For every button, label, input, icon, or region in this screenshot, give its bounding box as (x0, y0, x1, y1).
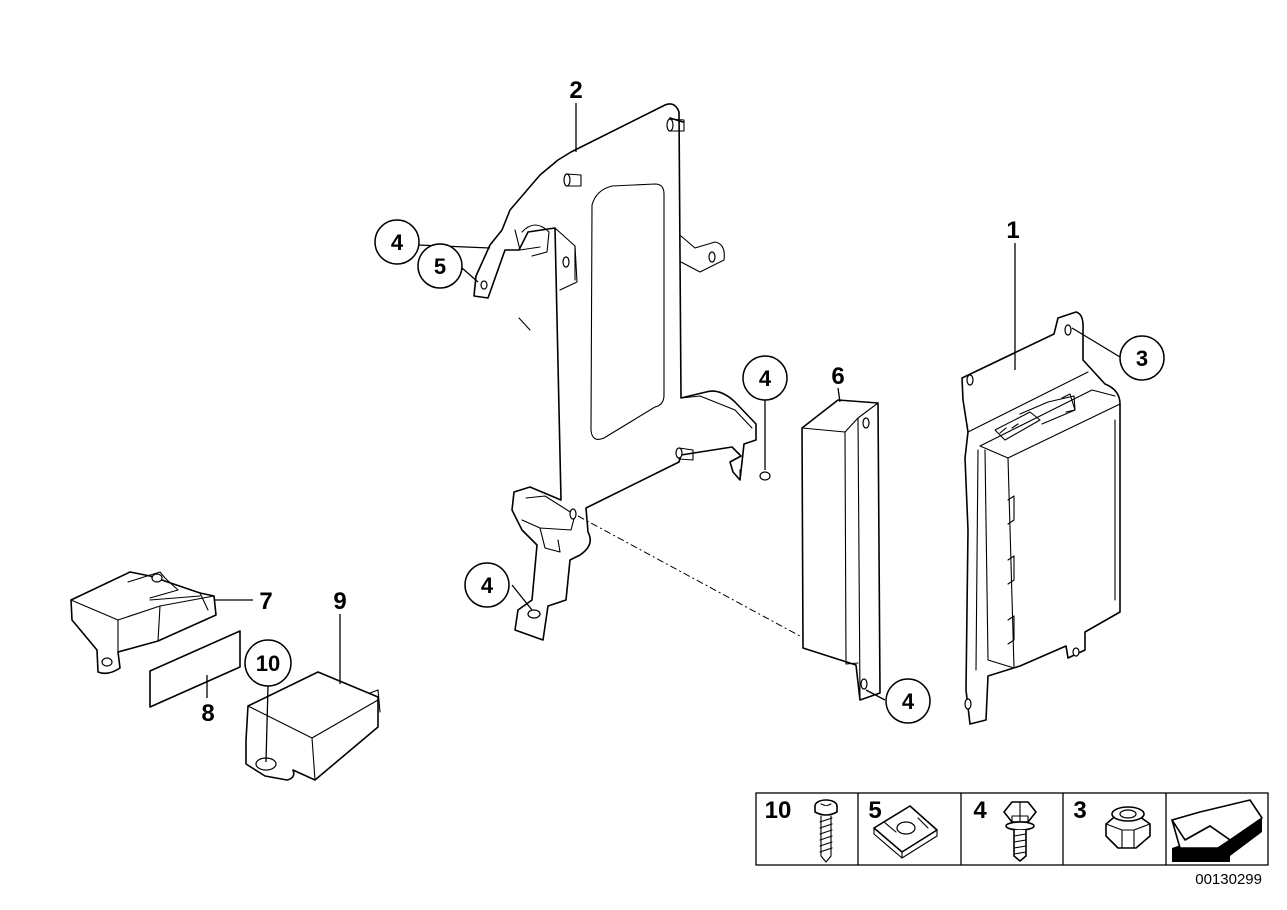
screw-icon (814, 799, 838, 863)
callout-7-label: 7 (259, 588, 272, 615)
callout-7: 7 (259, 588, 272, 615)
bolt-icon (1003, 801, 1037, 862)
callout-4c-label: 4 (481, 573, 494, 598)
legend-cell-4-number: 4 (973, 797, 987, 824)
callout-3-label: 3 (1136, 346, 1148, 371)
control-unit-part-1 (961, 311, 1121, 725)
callout-2-label: 2 (569, 77, 582, 104)
legend-cell-10: 10 (765, 797, 838, 863)
callout-9: 9 (333, 588, 346, 615)
fastener-legend: 10 5 4 (755, 792, 1269, 866)
callout-8-label: 8 (201, 700, 214, 727)
callout-5: 5 (417, 243, 463, 289)
hex-nut-icon (1105, 806, 1151, 849)
callout-4-lower-left: 4 (464, 562, 510, 608)
legend-cell-5-number: 5 (868, 797, 881, 824)
module-part-6 (801, 399, 881, 701)
callout-4d-label: 4 (902, 689, 915, 714)
leader-lines (206, 103, 1121, 763)
callout-4b-label: 4 (759, 366, 772, 391)
legend-cell-4: 4 (973, 797, 1037, 862)
bracket-part-2 (473, 103, 771, 641)
document-number: 00130299 (1195, 871, 1262, 888)
clip-nut-icon (873, 805, 938, 859)
callout-8: 8 (201, 700, 214, 727)
legend-cell-5: 5 (868, 797, 938, 859)
legend-cell-10-number: 10 (765, 797, 792, 824)
callout-10-label: 10 (256, 651, 280, 676)
callout-3: 3 (1119, 335, 1165, 381)
callout-5-label: 5 (434, 254, 446, 279)
callout-1: 1 (1006, 217, 1019, 244)
callout-4-bottom-right: 4 (885, 678, 931, 724)
callout-6: 6 (831, 363, 844, 390)
legend-cell-3-number: 3 (1073, 797, 1086, 824)
sensor-part-7 (70, 571, 217, 675)
pad-part-8 (149, 630, 241, 708)
callout-10: 10 (244, 639, 292, 687)
module-part-9 (245, 671, 381, 781)
callout-4a-label: 4 (391, 230, 404, 255)
callout-4-middle: 4 (742, 355, 788, 401)
legend-cell-3: 3 (1073, 797, 1151, 849)
callout-2: 2 (569, 77, 582, 104)
arrow-icon (1171, 799, 1263, 862)
callout-4-top-left: 4 (374, 219, 420, 265)
callout-6-label: 6 (831, 363, 844, 390)
callout-1-label: 1 (1006, 217, 1019, 244)
callout-9-label: 9 (333, 588, 346, 615)
